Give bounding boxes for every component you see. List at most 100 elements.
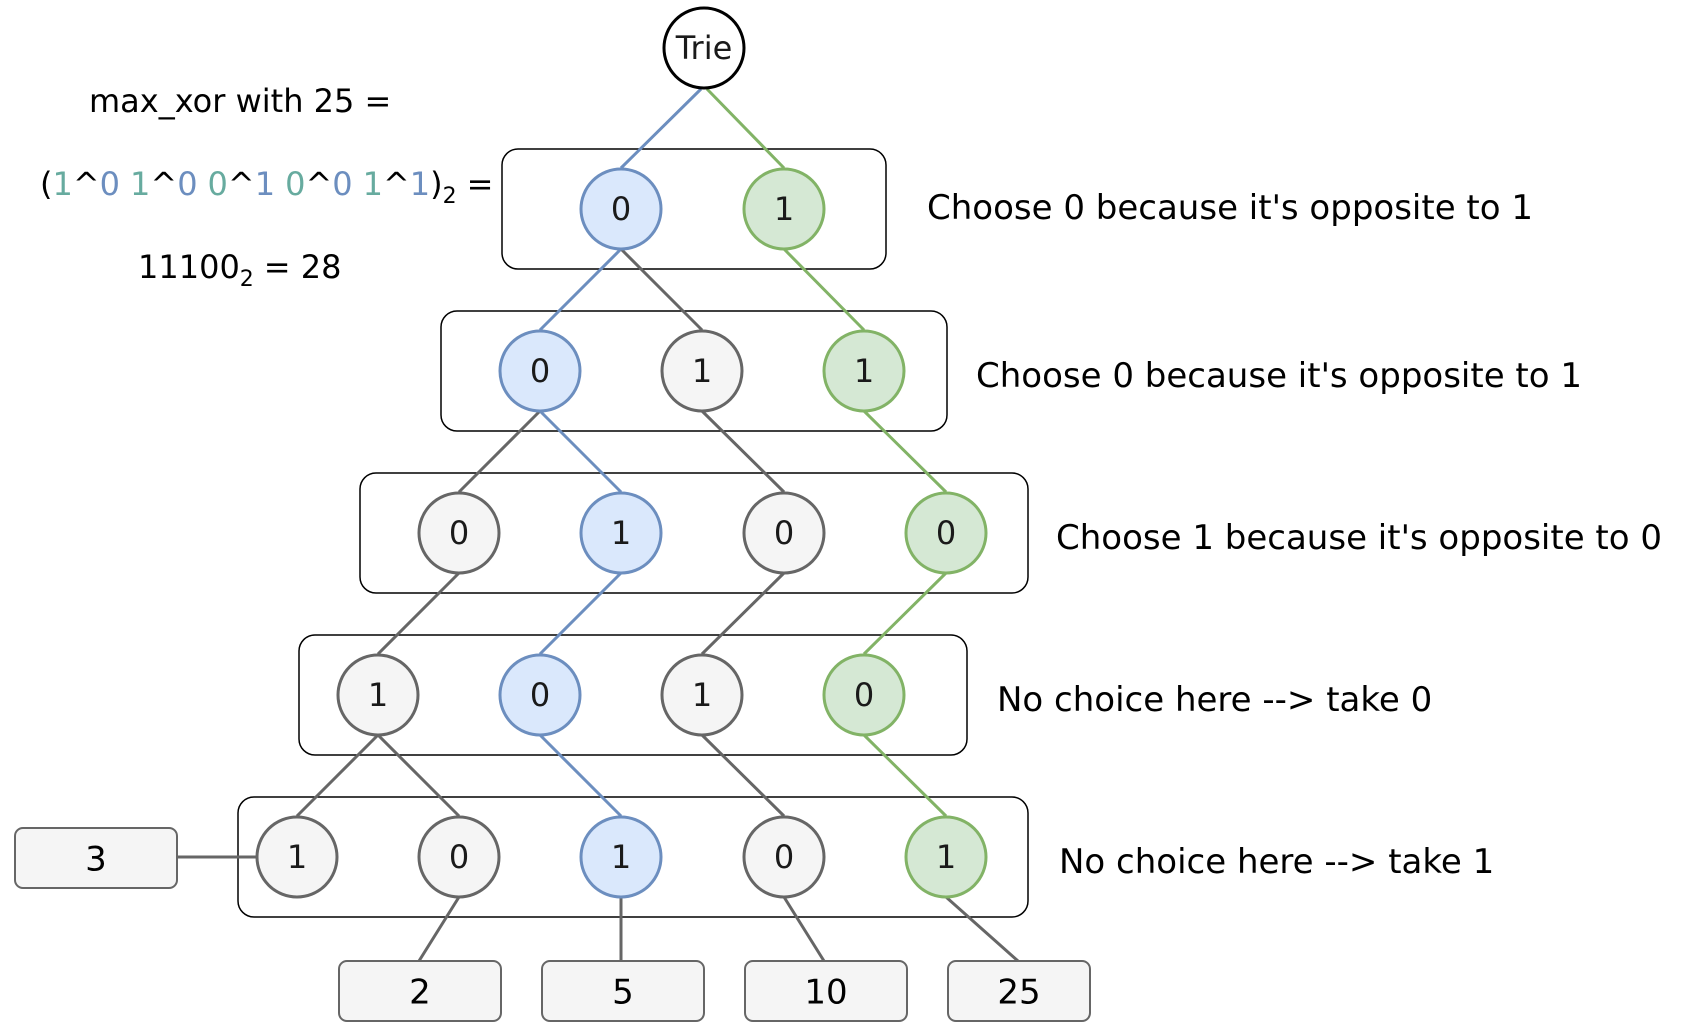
edge-l3b-l4b	[538, 571, 623, 656]
leaf-label: 2	[409, 973, 431, 1013]
node-l5-0: 1	[255, 815, 339, 899]
leaf-2: 2	[338, 960, 502, 1022]
leaf-label: 3	[85, 840, 107, 880]
leaf-10: 10	[744, 960, 908, 1022]
node-l2-0: 0	[498, 329, 582, 413]
leaf-5: 5	[541, 960, 705, 1022]
leaf-25: 25	[947, 960, 1091, 1022]
formula-caret-2: ^	[150, 165, 177, 203]
leaf-label: 10	[804, 973, 847, 1013]
node-circle	[660, 653, 744, 737]
edge-l3d-l4d	[862, 571, 948, 656]
node-circle	[417, 491, 501, 575]
leaf-label: 25	[997, 973, 1040, 1013]
level-box-2	[440, 310, 948, 432]
edge-l3a-l4a	[376, 571, 461, 656]
level-box-3	[359, 472, 1029, 594]
node-circle	[904, 815, 988, 899]
node-label: 0	[530, 352, 550, 390]
node-label: 0	[530, 676, 550, 714]
edge-l2a-l3a	[457, 409, 542, 494]
edge-l4a-l5b	[376, 733, 461, 818]
formula-bit-b2: 0	[177, 165, 197, 203]
node-label: 0	[774, 514, 794, 552]
node-l5-1: 0	[417, 815, 501, 899]
edge-l3c-l4c	[700, 571, 786, 656]
leaf-box	[541, 960, 705, 1022]
node-circle	[822, 653, 906, 737]
edge-l4b-l5c	[538, 733, 623, 818]
edge-l1a-l2a	[538, 247, 623, 332]
edge-l5d-leaf-10	[782, 896, 826, 962]
node-circle	[742, 815, 826, 899]
node-l2-2: 1	[822, 329, 906, 413]
caption-level-4: No choice here --> take 0	[997, 680, 1432, 720]
edge-l1a-l2b	[619, 247, 704, 332]
formula-bit-b5: 1	[410, 165, 430, 203]
node-circle	[336, 653, 420, 737]
formula-binary-value: 11100	[138, 248, 240, 286]
node-label: 1	[611, 514, 631, 552]
edge-l2c-l3d	[862, 409, 948, 494]
edge-l4d-l5e	[862, 733, 948, 818]
node-label: 1	[368, 676, 388, 714]
edge-l4a-l5a	[295, 733, 380, 818]
level-box-4	[298, 634, 968, 756]
formula-caret-3: ^	[228, 165, 255, 203]
caption-level-1: Choose 0 because it's opposite to 1	[927, 188, 1533, 228]
node-l4-1: 0	[498, 653, 582, 737]
node-label: 1	[936, 838, 956, 876]
formula-subscript-2: 2	[240, 267, 254, 292]
formula-caret-5: ^	[383, 165, 410, 203]
edge-l2b-l3c	[700, 409, 786, 494]
node-l3-2: 0	[742, 491, 826, 575]
edge-root-l1b	[705, 87, 786, 170]
node-label: 1	[774, 190, 794, 228]
node-l5-3: 0	[742, 815, 826, 899]
level-box-1	[501, 148, 887, 270]
node-circle	[742, 491, 826, 575]
node-l1-1: 1	[742, 167, 826, 251]
formula-bit-a4: 0	[285, 165, 305, 203]
caption-level-2: Choose 0 because it's opposite to 1	[976, 356, 1582, 396]
node-l5-4: 1	[904, 815, 988, 899]
formula-bit-a3: 0	[208, 165, 228, 203]
node-label: 0	[449, 514, 469, 552]
level-nodes: 0 1 0 1 1 0 1 0	[255, 167, 988, 899]
node-label: 0	[449, 838, 469, 876]
edge-l1b-l2c	[782, 247, 866, 332]
node-label: 0	[936, 514, 956, 552]
formula-bit-b1: 0	[100, 165, 120, 203]
formula-result: = 28	[264, 248, 342, 286]
leaf-label: 5	[612, 973, 634, 1013]
edge-l4c-l5d	[700, 733, 786, 818]
formula-bit-a1: 1	[52, 165, 72, 203]
node-circle	[660, 329, 744, 413]
node-circle	[904, 491, 988, 575]
node-label: 1	[692, 352, 712, 390]
node-l5-2: 1	[579, 815, 663, 899]
node-label: 1	[854, 352, 874, 390]
node-l4-2: 1	[660, 653, 744, 737]
node-circle	[822, 329, 906, 413]
leaf-values: 3 2 5 10 25	[14, 827, 1091, 1022]
node-l3-1: 1	[579, 491, 663, 575]
root-node: Trie	[662, 6, 746, 90]
node-l3-0: 0	[417, 491, 501, 575]
formula-line-1: max_xor with 25 =	[89, 82, 391, 120]
formula-bit-b3: 1	[255, 165, 275, 203]
node-l4-3: 0	[822, 653, 906, 737]
formula-caret-4: ^	[305, 165, 332, 203]
node-l3-3: 0	[904, 491, 988, 575]
node-circle	[579, 491, 663, 575]
level-captions: Choose 0 because it's opposite to 1 Choo…	[927, 188, 1662, 882]
trie-edges	[178, 87, 1019, 963]
formula-line-3: 111002 = 28	[138, 248, 342, 292]
node-circle	[579, 815, 663, 899]
edge-l2a-l3b	[538, 409, 623, 494]
root-label: Trie	[675, 29, 733, 67]
node-l4-0: 1	[336, 653, 420, 737]
